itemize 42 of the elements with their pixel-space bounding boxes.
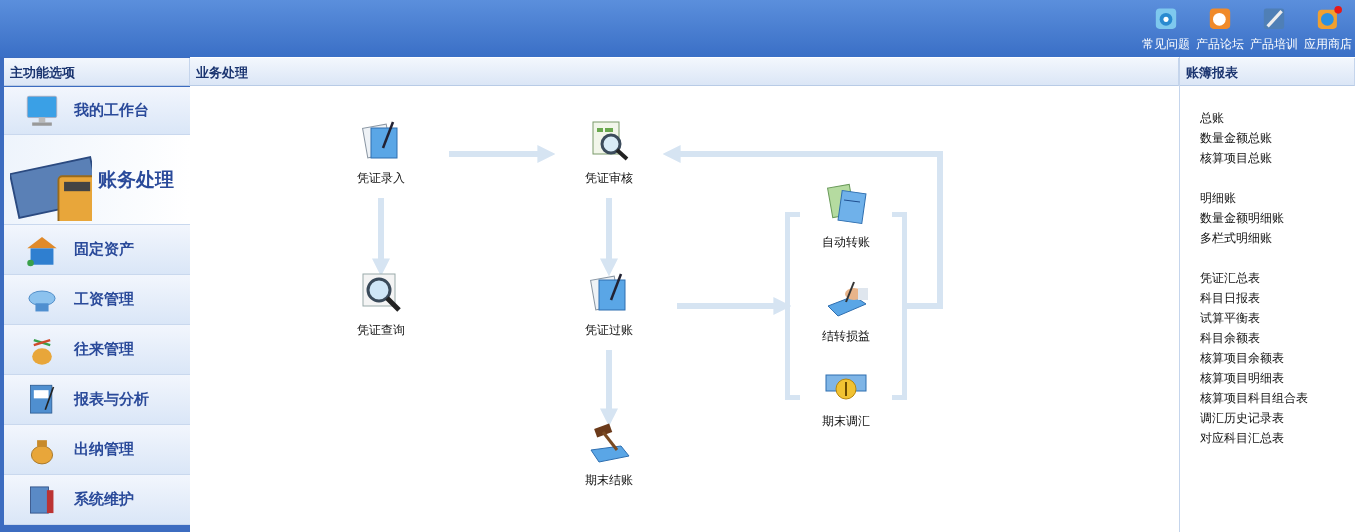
menu-button: 账务处理 <box>4 135 190 225</box>
report-link: 科目余额表 <box>1200 330 1261 347</box>
menu-button: 固定资产 <box>4 225 190 275</box>
panel-title: 主功能选项 <box>4 58 190 86</box>
report-link: 核算项目明细表 <box>1200 370 1285 387</box>
menu-button: 系统维护 <box>4 475 190 525</box>
report-link: 多栏式明细账 <box>1200 230 1273 247</box>
report-link: 科目日报表 <box>1200 290 1261 307</box>
panel-title: 账簿报表 <box>1180 58 1355 86</box>
report-link: 试算平衡表 <box>1200 310 1261 327</box>
report-link: 数量金额明细账 <box>1200 210 1285 227</box>
step-label: 凭证查询 <box>357 322 405 339</box>
menu-button: 往来管理 <box>4 325 190 375</box>
menu-button: 我的工作台 <box>4 87 190 135</box>
panel-title: 业务处理 <box>190 58 1179 86</box>
report-link: 核算项目余额表 <box>1200 350 1285 367</box>
step-label: 凭证审核 <box>585 170 633 187</box>
toolbar-button: 应用商店 <box>1303 6 1353 53</box>
report-link: 凭证汇总表 <box>1200 270 1261 287</box>
menu-button: 工资管理 <box>4 275 190 325</box>
toolbar-button: 产品培训 <box>1249 6 1299 53</box>
menu-button: 出纳管理 <box>4 425 190 475</box>
step-label: 自动转账 <box>822 234 870 251</box>
step-label: 期末结账 <box>585 472 633 489</box>
report-link: 总账 <box>1200 110 1225 127</box>
report-link: 对应科目汇总表 <box>1200 430 1285 447</box>
flow-arrow <box>662 145 943 309</box>
flow-arrow <box>449 145 556 163</box>
report-link: 数量金额总账 <box>1200 130 1273 147</box>
step-label: 凭证过账 <box>585 322 633 339</box>
flow-arrow <box>600 198 618 277</box>
report-link: 核算项目总账 <box>1200 150 1273 167</box>
report-link: 核算项目科目组合表 <box>1200 390 1308 407</box>
toolbar-button: 常见问题 <box>1141 6 1191 53</box>
menu-button: 报表与分析 <box>4 375 190 425</box>
report-link: 明细账 <box>1200 190 1237 207</box>
toolbar-button: 产品论坛 <box>1195 6 1245 53</box>
step-label: 期末调汇 <box>822 413 870 430</box>
step-label: 凭证录入 <box>357 170 405 187</box>
step-label: 结转损益 <box>822 328 870 345</box>
flow-arrow <box>600 350 618 427</box>
report-link: 调汇历史记录表 <box>1200 410 1285 427</box>
